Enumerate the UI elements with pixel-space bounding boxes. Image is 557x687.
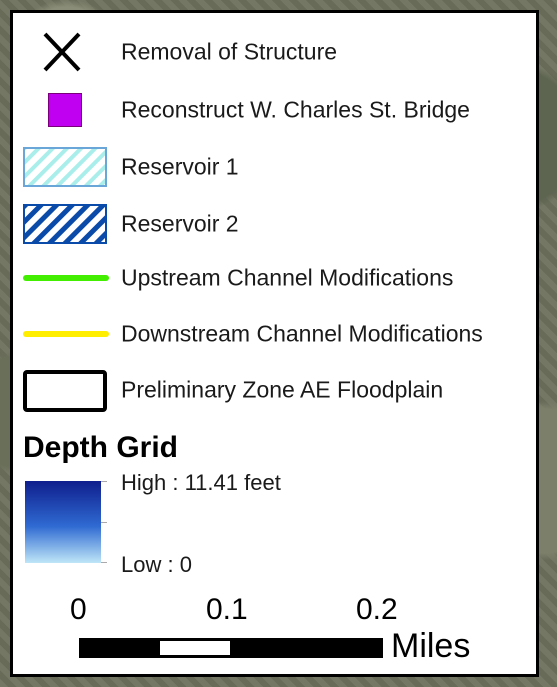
ramp-tick-mid xyxy=(101,522,107,523)
legend-item-bridge-reconstruction: Reconstruct W. Charles St. Bridge xyxy=(13,90,536,130)
legend-label: Preliminary Zone AE Floodplain xyxy=(121,376,444,403)
ramp-tick-high xyxy=(101,481,107,482)
scale-tick-0: 0 xyxy=(70,593,87,626)
black-outline-symbol xyxy=(23,370,107,412)
legend-item-upstream-channel: Upstream Channel Modifications xyxy=(13,258,536,298)
legend-label: Reservoir 2 xyxy=(121,210,239,237)
legend-item-floodplain: Preliminary Zone AE Floodplain xyxy=(13,370,536,412)
ramp-tick-low xyxy=(101,562,107,563)
legend-label: Reservoir 1 xyxy=(121,153,239,180)
legend-label: Removal of Structure xyxy=(121,38,338,65)
scale-tick-0-1: 0.1 xyxy=(206,593,248,626)
purple-square-symbol xyxy=(48,93,82,127)
map-legend: Removal of Structure Reconstruct W. Char… xyxy=(10,10,539,677)
depth-color-ramp xyxy=(25,481,101,563)
legend-item-removal-of-structure: Removal of Structure xyxy=(13,32,536,72)
scale-units-label: Miles xyxy=(391,627,471,665)
legend-label: Reconstruct W. Charles St. Bridge xyxy=(121,96,470,123)
depth-grid-title: Depth Grid xyxy=(23,431,178,464)
x-mark-icon xyxy=(43,32,81,72)
legend-item-reservoir-1: Reservoir 1 xyxy=(13,147,536,187)
scale-bar-segment-3 xyxy=(233,638,383,658)
scale-tick-0-2: 0.2 xyxy=(356,593,398,626)
legend-item-downstream-channel: Downstream Channel Modifications xyxy=(13,314,536,354)
scale-bar-segment-2 xyxy=(157,638,233,658)
light-hatch-symbol xyxy=(23,147,107,187)
legend-label: Downstream Channel Modifications xyxy=(121,320,483,347)
depth-low-label: Low : 0 xyxy=(121,552,192,577)
scale-bar-segment-1 xyxy=(79,638,157,658)
green-line-symbol xyxy=(23,275,109,281)
dark-hatch-symbol xyxy=(23,204,107,244)
legend-item-reservoir-2: Reservoir 2 xyxy=(13,204,536,244)
depth-high-label: High : 11.41 feet xyxy=(121,470,281,495)
yellow-line-symbol xyxy=(23,331,109,337)
legend-label: Upstream Channel Modifications xyxy=(121,264,454,291)
